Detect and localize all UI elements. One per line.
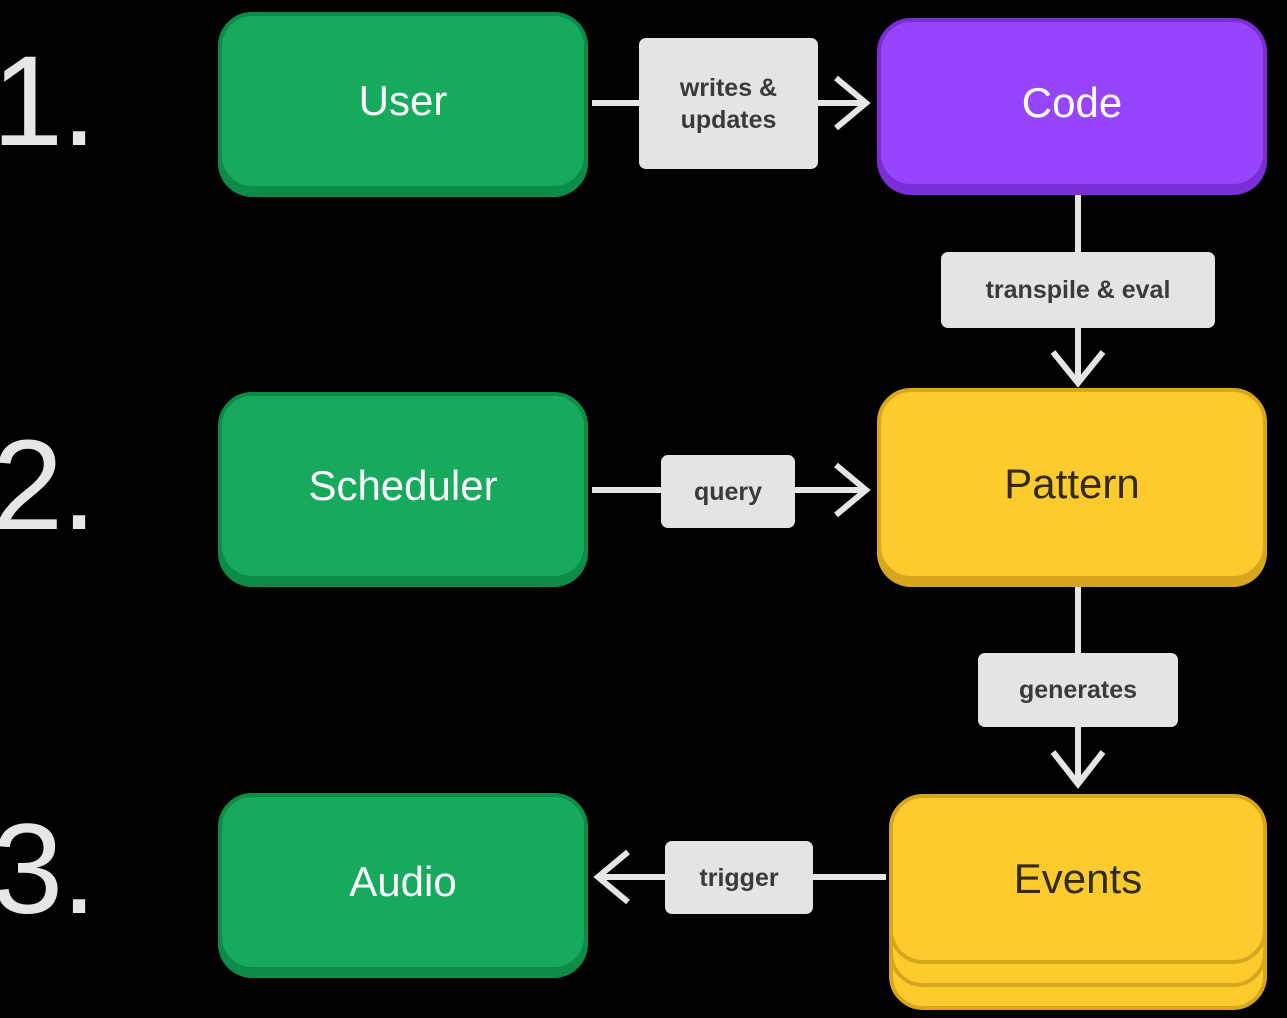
edge-label-transpile-eval: transpile & eval	[941, 252, 1215, 328]
node-audio[interactable]: Audio	[218, 793, 588, 971]
arrowhead-events-to-audio	[593, 849, 630, 905]
node-scheduler[interactable]: Scheduler	[218, 392, 588, 580]
node-code[interactable]: Code	[877, 18, 1267, 188]
arrowhead-pattern-to-events	[1050, 750, 1106, 789]
node-events[interactable]: Events	[889, 794, 1267, 1010]
node-audio-label: Audio	[349, 858, 457, 905]
edge-label-query: query	[661, 455, 795, 528]
edge-label-generates: generates	[978, 653, 1178, 727]
node-user-label: User	[358, 77, 448, 124]
step-number-2: 2.	[0, 414, 97, 557]
node-user[interactable]: User	[218, 12, 588, 190]
node-pattern[interactable]: Pattern	[877, 388, 1267, 580]
arrowhead-code-to-pattern	[1050, 350, 1106, 388]
arrowhead-user-to-code	[834, 75, 871, 131]
node-events-label: Events	[1013, 855, 1143, 902]
node-scheduler-label: Scheduler	[308, 462, 498, 509]
node-pattern-label: Pattern	[1004, 460, 1140, 507]
edge-label-writes-updates: writes & updates	[639, 38, 818, 169]
step-number-3: 3.	[0, 798, 97, 941]
edge-label-trigger: trigger	[665, 841, 813, 914]
node-events-sheet-front: Events	[889, 794, 1267, 964]
step-number-1: 1.	[0, 30, 97, 173]
arrowhead-scheduler-to-pattern	[834, 462, 871, 518]
node-code-label: Code	[1021, 79, 1123, 126]
